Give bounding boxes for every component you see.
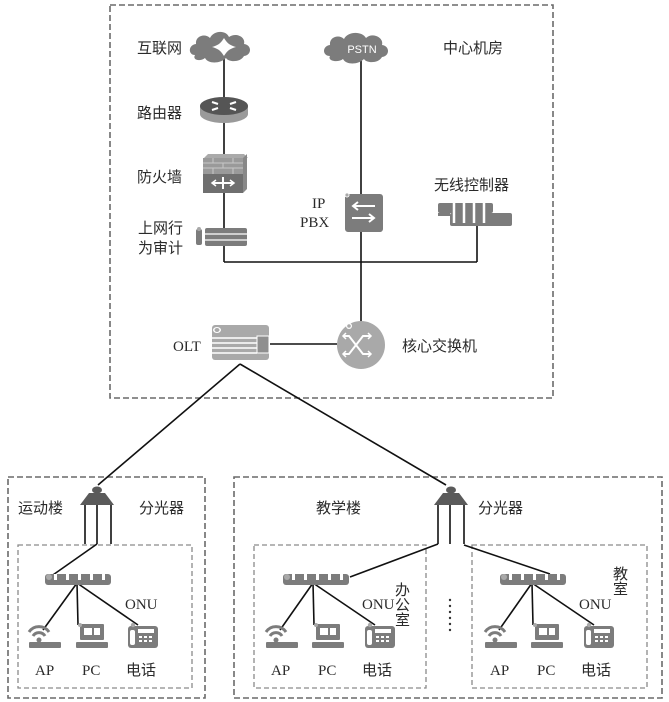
phone-label: 电话: [362, 661, 392, 679]
router-label: 路由器: [137, 104, 182, 122]
office-room-title-text: 办公室: [393, 582, 411, 627]
ippbx-label-line2: PBX: [300, 215, 329, 231]
onu-icon: [45, 574, 111, 585]
ip-phone-icon: [365, 622, 395, 648]
onu-label: ONU: [362, 597, 395, 613]
optical-splitter-icon: [80, 486, 114, 505]
wifi-ap-icon: [483, 625, 519, 650]
firewall-icon: [203, 154, 248, 193]
ip-pbx-icon: [344, 192, 383, 232]
olt-icon: [212, 325, 270, 360]
onu-label: ONU: [125, 597, 158, 613]
internet-cloud-icon: [189, 31, 250, 63]
sports-building-onu-zone: [17, 544, 193, 689]
pc-label: PC: [318, 663, 336, 679]
phone-label: 电话: [581, 661, 611, 679]
ap-label: AP: [490, 663, 509, 679]
ippbx-label-line1: IP: [312, 196, 325, 212]
core-switch-icon: [337, 321, 385, 369]
office-room-zone: [253, 544, 427, 689]
onu-label: ONU: [579, 597, 612, 613]
pc-icon: [76, 623, 108, 648]
optical-splitter-icon: [434, 486, 468, 505]
center-room-title: 中心机房: [443, 39, 503, 57]
pc-icon: [531, 623, 563, 648]
pc-label: PC: [537, 663, 555, 679]
audit-appliance-icon: [196, 227, 247, 246]
audit-label-line1: 上网行: [138, 219, 183, 237]
phone-label: 电话: [126, 661, 156, 679]
olt-label: OLT: [173, 339, 201, 355]
pc-icon: [312, 623, 344, 648]
classroom-title-text: 教室: [611, 566, 629, 596]
ip-phone-icon: [584, 622, 614, 648]
router-icon: [200, 97, 248, 123]
more-rooms-ellipsis: [448, 598, 452, 632]
internet-label: 互联网: [137, 39, 182, 57]
center-room-zone: [109, 4, 554, 399]
onu-icon: [283, 574, 349, 585]
wifi-ap-icon: [27, 625, 63, 650]
onu-icon: [500, 574, 566, 585]
wifi-ap-icon: [264, 625, 300, 650]
ap-label: AP: [35, 663, 54, 679]
wireless-controller-icon: [438, 203, 512, 226]
firewall-label: 防火墙: [137, 168, 182, 186]
office-room-title: 办公室: [393, 582, 411, 627]
teaching-splitter-label: 分光器: [478, 499, 523, 517]
pstn-cloud-icon: [324, 32, 388, 64]
teaching-building-title: 教学楼: [316, 499, 361, 517]
classroom-zone: [471, 544, 648, 689]
center-wires: [97, 58, 478, 486]
teaching-wires: [279, 505, 595, 631]
ap-label: AP: [271, 663, 290, 679]
pstn-label: PSTN: [347, 44, 376, 56]
sports-splitter-label: 分光器: [139, 499, 184, 517]
wireless-controller-label: 无线控制器: [434, 176, 509, 194]
sports-wires: [42, 505, 139, 631]
audit-label-line2: 为审计: [138, 239, 183, 257]
core-switch-label: 核心交换机: [402, 337, 477, 355]
pc-label: PC: [82, 663, 100, 679]
ip-phone-icon: [128, 622, 158, 648]
sports-building-title: 运动楼: [18, 499, 63, 517]
sports-building-zone: [7, 476, 206, 699]
